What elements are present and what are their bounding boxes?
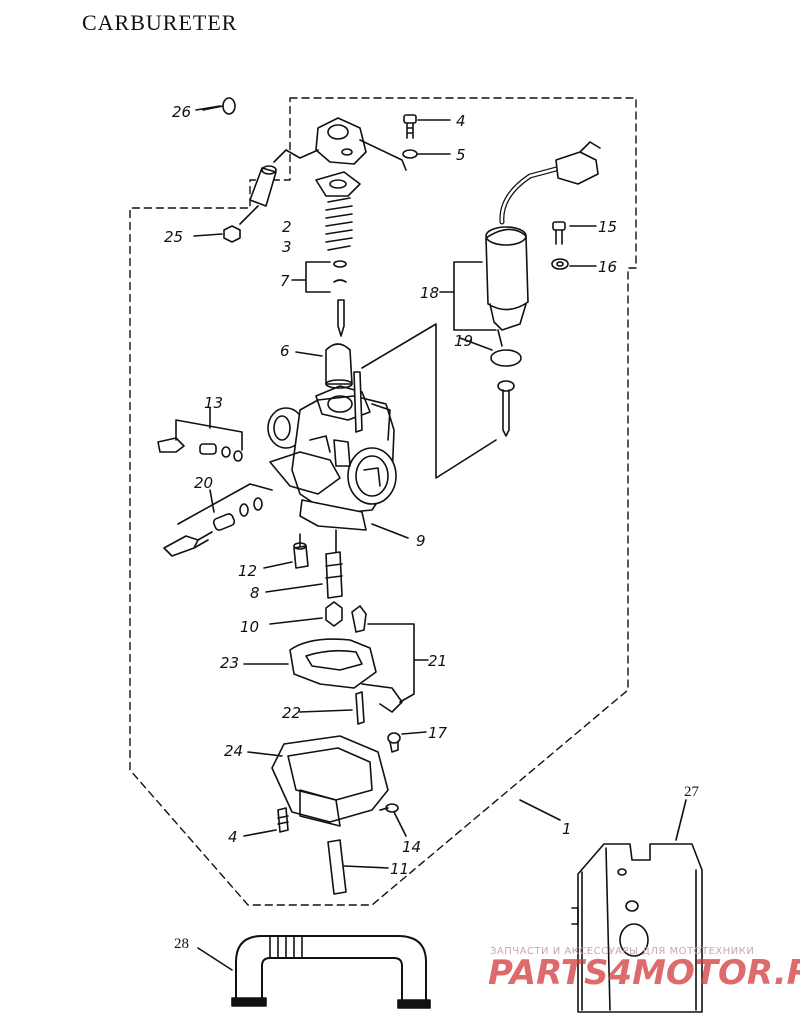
washer-part-5	[402, 149, 451, 159]
washer-part-16	[551, 258, 597, 270]
screw-part-15	[552, 221, 597, 245]
callout-3: 3	[282, 238, 292, 256]
callout-18: 18	[420, 284, 439, 302]
callout-2: 2	[282, 218, 292, 236]
screw-part-14	[379, 803, 407, 837]
callout-23: 23	[220, 654, 239, 672]
auto-choke-part-18	[439, 141, 601, 347]
block-part-27	[571, 799, 703, 1013]
callout-27: 27	[684, 784, 700, 800]
needle-clip-part-7	[291, 260, 347, 337]
jet-assembly-part-13	[157, 407, 243, 462]
watermark-tagline: ЗАПЧАСТИ И АКСЕССУАРЫ ДЛЯ МОТОТЕХНИКИ	[490, 946, 754, 957]
callout-20: 20	[194, 474, 213, 492]
callout-14: 14	[402, 838, 421, 856]
bolt-part	[497, 380, 515, 437]
jet-part-12	[263, 533, 309, 569]
gasket-part-2	[315, 171, 361, 197]
screw-part-17	[387, 731, 427, 753]
float-bowl-part-24	[247, 735, 389, 827]
callout-5: 5	[456, 146, 466, 164]
callout-10: 10	[240, 618, 259, 636]
callout-24: 24	[224, 742, 243, 760]
callout-12: 12	[238, 562, 257, 580]
callout-11: 11	[390, 860, 409, 878]
callout-9: 9	[416, 532, 426, 550]
callout-17: 17	[428, 724, 448, 742]
watermark-logo-text: PARTS4MOTOR.RU	[488, 953, 800, 993]
leader-line-choke	[361, 323, 497, 479]
callout-19: 19	[454, 332, 473, 350]
callout-7: 7	[280, 272, 290, 290]
float-valve-part-21	[351, 605, 429, 713]
callout-21: 21	[428, 652, 447, 670]
throttle-valve-part-6	[295, 343, 353, 389]
callout-13: 13	[204, 394, 223, 412]
callout-4-bottom: 4	[228, 828, 238, 846]
callout-4-top: 4	[456, 112, 466, 130]
screw-part-4-lower	[243, 807, 289, 837]
callout-1: 1	[562, 820, 572, 838]
leader-line-1	[519, 799, 561, 821]
float-pin-part-22	[299, 691, 365, 725]
assembly-boundary	[129, 97, 637, 906]
callout-22: 22	[282, 704, 301, 722]
callout-15: 15	[598, 218, 617, 236]
nut-part-25	[193, 225, 241, 243]
hose-part-28	[197, 935, 431, 1009]
callout-26: 26	[172, 103, 191, 121]
needle-jet-part-8	[265, 529, 343, 599]
callout-8: 8	[250, 584, 260, 602]
float-part-23	[243, 638, 377, 689]
main-jet-part-10	[269, 601, 343, 627]
diagram-title: CARBURETER	[82, 10, 238, 35]
leader-line-26	[195, 105, 221, 111]
callout-25: 25	[164, 228, 183, 246]
oring-part-19	[459, 337, 522, 367]
tube-part-11	[327, 839, 389, 895]
carburetor-body-part-9	[267, 371, 409, 539]
callout-16: 16	[598, 258, 617, 276]
callout-28: 28	[174, 936, 189, 952]
screw-part-4	[403, 114, 451, 139]
sleeve-part	[239, 149, 319, 225]
top-cap	[315, 117, 407, 171]
callout-6: 6	[280, 342, 290, 360]
spring-part-3	[325, 197, 353, 251]
pilot-screw-part-20	[163, 483, 273, 557]
